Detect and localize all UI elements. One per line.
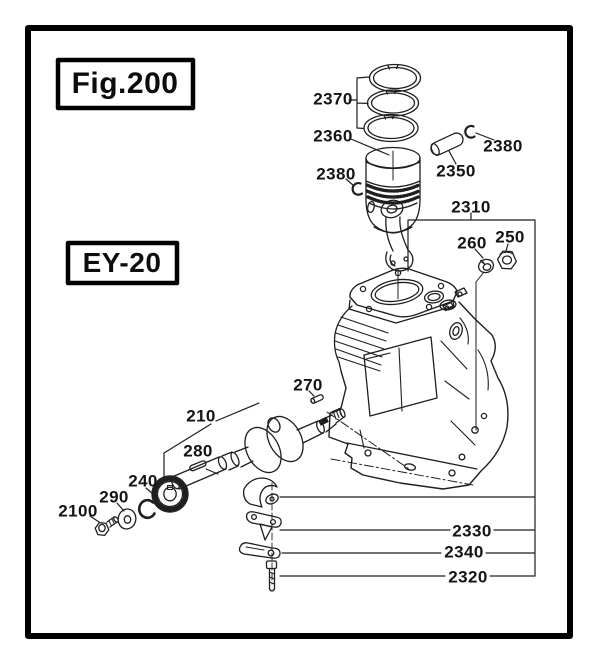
callout-2380-right: 2380 <box>483 136 523 156</box>
nut-250 <box>496 250 518 270</box>
flat-washer <box>117 508 137 530</box>
model-box <box>65 240 180 286</box>
piston-rings <box>363 63 422 143</box>
lock-washer-260 <box>477 258 495 274</box>
snap-ring <box>138 498 156 520</box>
connecting-rod <box>380 199 414 300</box>
callout-line-2370 <box>348 76 370 130</box>
callout-280: 280 <box>183 441 213 461</box>
crank-gear <box>151 475 189 513</box>
callout-line-2380-left <box>345 178 355 187</box>
woodruff-key-270 <box>310 394 324 404</box>
callout-line-250 <box>505 243 509 252</box>
callout-line-2360 <box>350 138 390 156</box>
callout-260: 260 <box>457 233 487 253</box>
callout-2340: 2340 <box>444 542 484 562</box>
callout-line-2310 <box>407 212 536 577</box>
callout-2350: 2350 <box>436 161 476 181</box>
pin-clip-right <box>464 124 476 139</box>
callout-line-290 <box>116 502 125 512</box>
woodruff-key-280 <box>189 460 207 472</box>
callout-2330: 2330 <box>452 521 492 541</box>
callout-line-2350 <box>448 150 457 165</box>
callout-2100: 2100 <box>58 501 98 521</box>
figure-box <box>55 57 196 111</box>
callout-line-280 <box>205 468 219 475</box>
callout-240: 240 <box>128 471 158 491</box>
engine-block <box>326 267 509 490</box>
pin-clip-left <box>351 182 364 196</box>
callout-250: 250 <box>495 227 525 247</box>
callout-2360: 2360 <box>313 126 353 146</box>
callout-210: 210 <box>186 406 216 426</box>
callout-line-240 <box>145 487 160 500</box>
piston-pin <box>430 132 464 157</box>
callout-line-210 <box>163 402 260 482</box>
callout-line-270 <box>308 390 315 397</box>
bolt-2100 <box>94 516 119 537</box>
callout-2310: 2310 <box>451 197 491 217</box>
callout-270: 270 <box>293 375 323 395</box>
model-number: EY-20 <box>82 247 162 278</box>
callout-290: 290 <box>99 487 129 507</box>
diagram-border <box>25 25 573 639</box>
leader-washer-to-rod <box>475 271 485 431</box>
callout-2370: 2370 <box>313 89 353 109</box>
callout-line-260 <box>474 248 484 259</box>
callout-line-2100 <box>89 515 100 523</box>
callout-2380-left: 2380 <box>316 164 356 184</box>
bottom-callout-lines <box>279 496 536 577</box>
callout-2320: 2320 <box>448 567 488 587</box>
rod-cap-parts <box>238 477 282 592</box>
figure-number: Fig.200 <box>71 67 179 100</box>
callout-line-2380-right <box>475 132 495 141</box>
piston <box>365 146 421 234</box>
crankshaft <box>171 407 346 490</box>
